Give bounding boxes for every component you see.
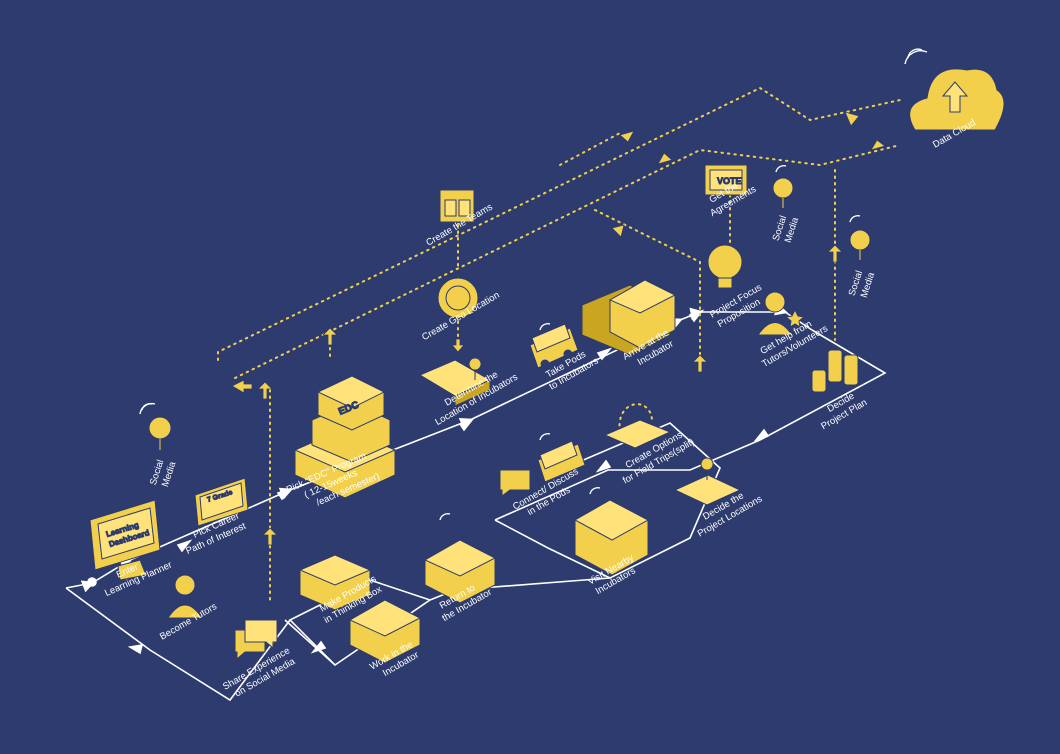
agreements-dotted — [594, 209, 701, 371]
wifi-icon — [589, 487, 601, 495]
arrow — [753, 428, 770, 442]
up-arrow — [827, 244, 843, 263]
yellow-arrows — [231, 111, 886, 546]
location-tile-icon — [673, 457, 742, 506]
geo-globe-icon — [437, 277, 479, 319]
dotted-c — [559, 132, 621, 166]
arrow — [596, 347, 613, 361]
wifi-icon — [539, 323, 551, 331]
right-arrow — [870, 139, 886, 151]
wifi-icon — [539, 433, 551, 441]
map-pin-icon — [418, 357, 492, 407]
up-arrow — [257, 381, 273, 400]
bottom-return-path — [65, 587, 291, 702]
hands-icon — [811, 349, 859, 393]
pod-icon — [529, 323, 579, 369]
arrow — [595, 459, 612, 473]
warehouse-icon — [423, 539, 497, 604]
icons: Learning Dashboard 7 Grade EDC — [89, 68, 1005, 664]
certificate-icon: 7 Grade — [194, 477, 249, 527]
upper-dotted-b — [234, 144, 901, 379]
warehouse-icon — [348, 599, 422, 664]
balloon-icon — [849, 229, 871, 260]
vote-label: VOTE — [717, 176, 742, 186]
wifi-icon — [904, 50, 928, 65]
chat-icon — [499, 440, 586, 497]
box-icon — [298, 554, 372, 611]
balloon-icon — [148, 416, 172, 450]
diag-arrow — [611, 224, 625, 238]
left-arrow — [619, 130, 635, 143]
warehouse-icon — [573, 499, 650, 576]
balloon-icon — [772, 177, 794, 208]
warehouse-icon — [581, 279, 677, 356]
arrow — [127, 644, 144, 655]
arrow — [458, 418, 475, 432]
left-arrow — [231, 379, 253, 394]
wifi-icon — [849, 215, 861, 223]
blocks-icon: EDC — [293, 375, 397, 499]
monitor-icon: Learning Dashboard — [89, 499, 161, 581]
middle-path — [494, 439, 761, 521]
chat-icon — [234, 619, 278, 661]
labels: Enter Learning Planner Pick Career Path … — [103, 117, 977, 699]
arrow — [688, 309, 705, 323]
lightbulb-icon — [707, 244, 743, 289]
map-options-icon — [603, 419, 672, 449]
left-arrow — [844, 111, 860, 127]
vote-box-icon: VOTE — [704, 164, 748, 196]
up-arrow — [322, 327, 338, 346]
person-star-icon — [757, 291, 806, 336]
right-arrow — [657, 152, 673, 165]
start-node — [87, 577, 97, 587]
arrow — [176, 539, 193, 553]
up-arrow — [692, 354, 708, 373]
right-return-path — [759, 329, 887, 441]
arrow — [310, 640, 327, 654]
arrow — [276, 487, 293, 501]
cloud-upload-icon — [909, 68, 1005, 131]
upper-dotted-a — [217, 86, 901, 361]
person-gear-icon — [167, 574, 203, 619]
field-loop — [494, 422, 721, 579]
wifi-marks — [139, 48, 928, 521]
team-card-icon — [439, 189, 475, 223]
wifi-icon — [139, 402, 156, 415]
wifi-icon — [439, 513, 451, 521]
down-arrow — [451, 338, 465, 353]
option-curve — [618, 403, 653, 433]
up-arrow — [262, 527, 278, 546]
wifi-icon — [775, 165, 787, 173]
